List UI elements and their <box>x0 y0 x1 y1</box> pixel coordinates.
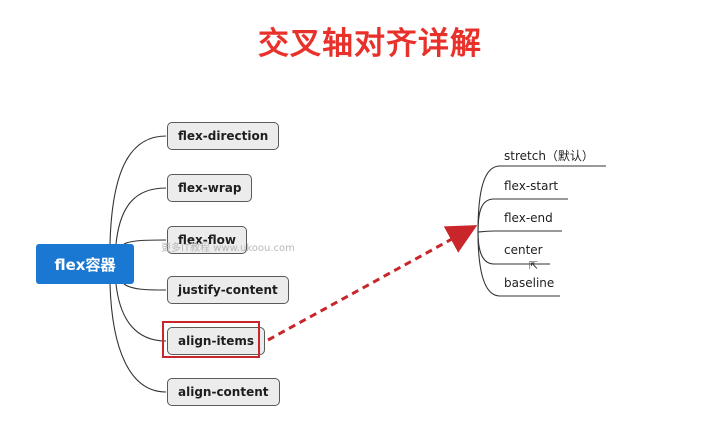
node-align-items: align-items <box>167 327 266 355</box>
leaf-stretch: stretch（默认） <box>504 149 594 163</box>
node-flex-flow: flex-flow <box>167 226 247 254</box>
connector-align-items <box>115 283 167 342</box>
dashed-arrow <box>267 225 478 342</box>
mouse-cursor-icon: ⇱ <box>529 259 539 272</box>
watermark: 更多IT教程 www.ukoou.com <box>161 243 295 254</box>
root-node: flex容器 <box>36 244 134 284</box>
node-justify-content: justify-content <box>167 276 289 304</box>
align-items-highlight <box>162 321 260 358</box>
leaf-baseline: baseline <box>504 276 555 290</box>
connector-justify-content <box>123 283 167 291</box>
page-title: 交叉轴对齐详解 <box>258 26 482 62</box>
node-flex-direction: flex-direction <box>167 122 280 150</box>
connector-align-content <box>109 283 167 393</box>
leaf-center: center <box>504 243 543 257</box>
connector-flex-direction <box>109 135 167 245</box>
leaf-flex-start: flex-start <box>504 179 559 193</box>
connector-baseline <box>477 231 560 297</box>
leaf-flex-end: flex-end <box>504 211 553 225</box>
node-flex-wrap: flex-wrap <box>167 174 253 202</box>
connector-flex-flow <box>123 239 167 245</box>
connector-flex-start <box>477 198 568 233</box>
connector-flex-end <box>477 230 562 233</box>
node-align-content: align-content <box>167 378 280 406</box>
connector-flex-wrap <box>115 187 167 245</box>
